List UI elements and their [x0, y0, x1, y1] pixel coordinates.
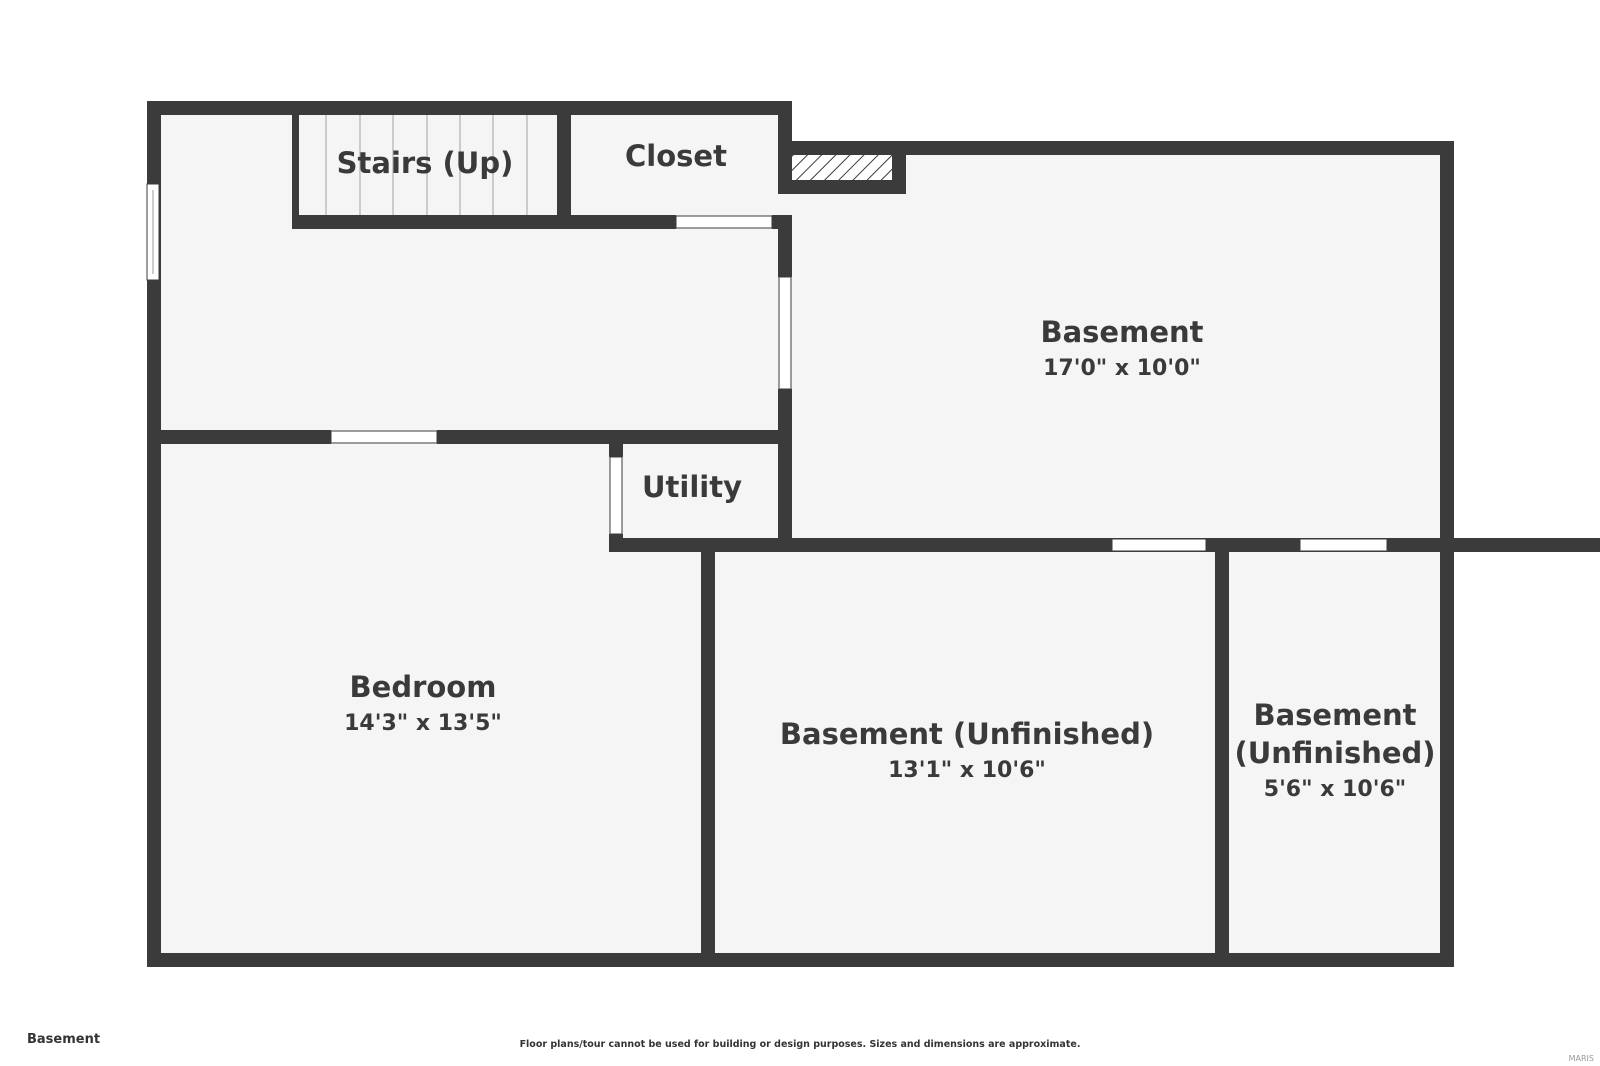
- bedroom-dims: 14'3" x 13'5": [344, 711, 502, 736]
- door-unfinished-2: [1299, 538, 1388, 552]
- bedroom-label: Bedroom: [350, 670, 497, 704]
- basement-unfinished-1-label: Basement (Unfinished): [780, 717, 1154, 751]
- door-bedroom: [330, 430, 438, 444]
- basement-unfinished-2-label-line2: (Unfinished): [1234, 736, 1435, 770]
- floor-label: Basement: [27, 1032, 101, 1047]
- utility-label: Utility: [642, 470, 742, 504]
- basement-unfinished-1-dims: 13'1" x 10'6": [888, 758, 1046, 783]
- walls: [147, 101, 1600, 967]
- door-utility: [609, 456, 623, 535]
- closet-label: Closet: [625, 139, 727, 173]
- basement-dims: 17'0" x 10'0": [1043, 356, 1201, 381]
- watermark: MARIS: [1568, 1054, 1594, 1063]
- stair-treads: [325, 115, 528, 216]
- door-unfinished-1: [1111, 538, 1207, 552]
- disclaimer-text: Floor plans/tour cannot be used for buil…: [519, 1039, 1081, 1050]
- floor-fills: [153, 108, 1446, 960]
- door-closet: [675, 215, 773, 229]
- basement-unfinished-2-label-line1: Basement: [1254, 698, 1417, 732]
- chimney-block: [792, 155, 892, 180]
- stairs-label: Stairs (Up): [337, 146, 514, 180]
- door-basement: [778, 276, 792, 390]
- basement-unfinished-2-dims: 5'6" x 10'6": [1264, 777, 1406, 802]
- openings: [146, 183, 1388, 552]
- basement-label: Basement: [1041, 315, 1204, 349]
